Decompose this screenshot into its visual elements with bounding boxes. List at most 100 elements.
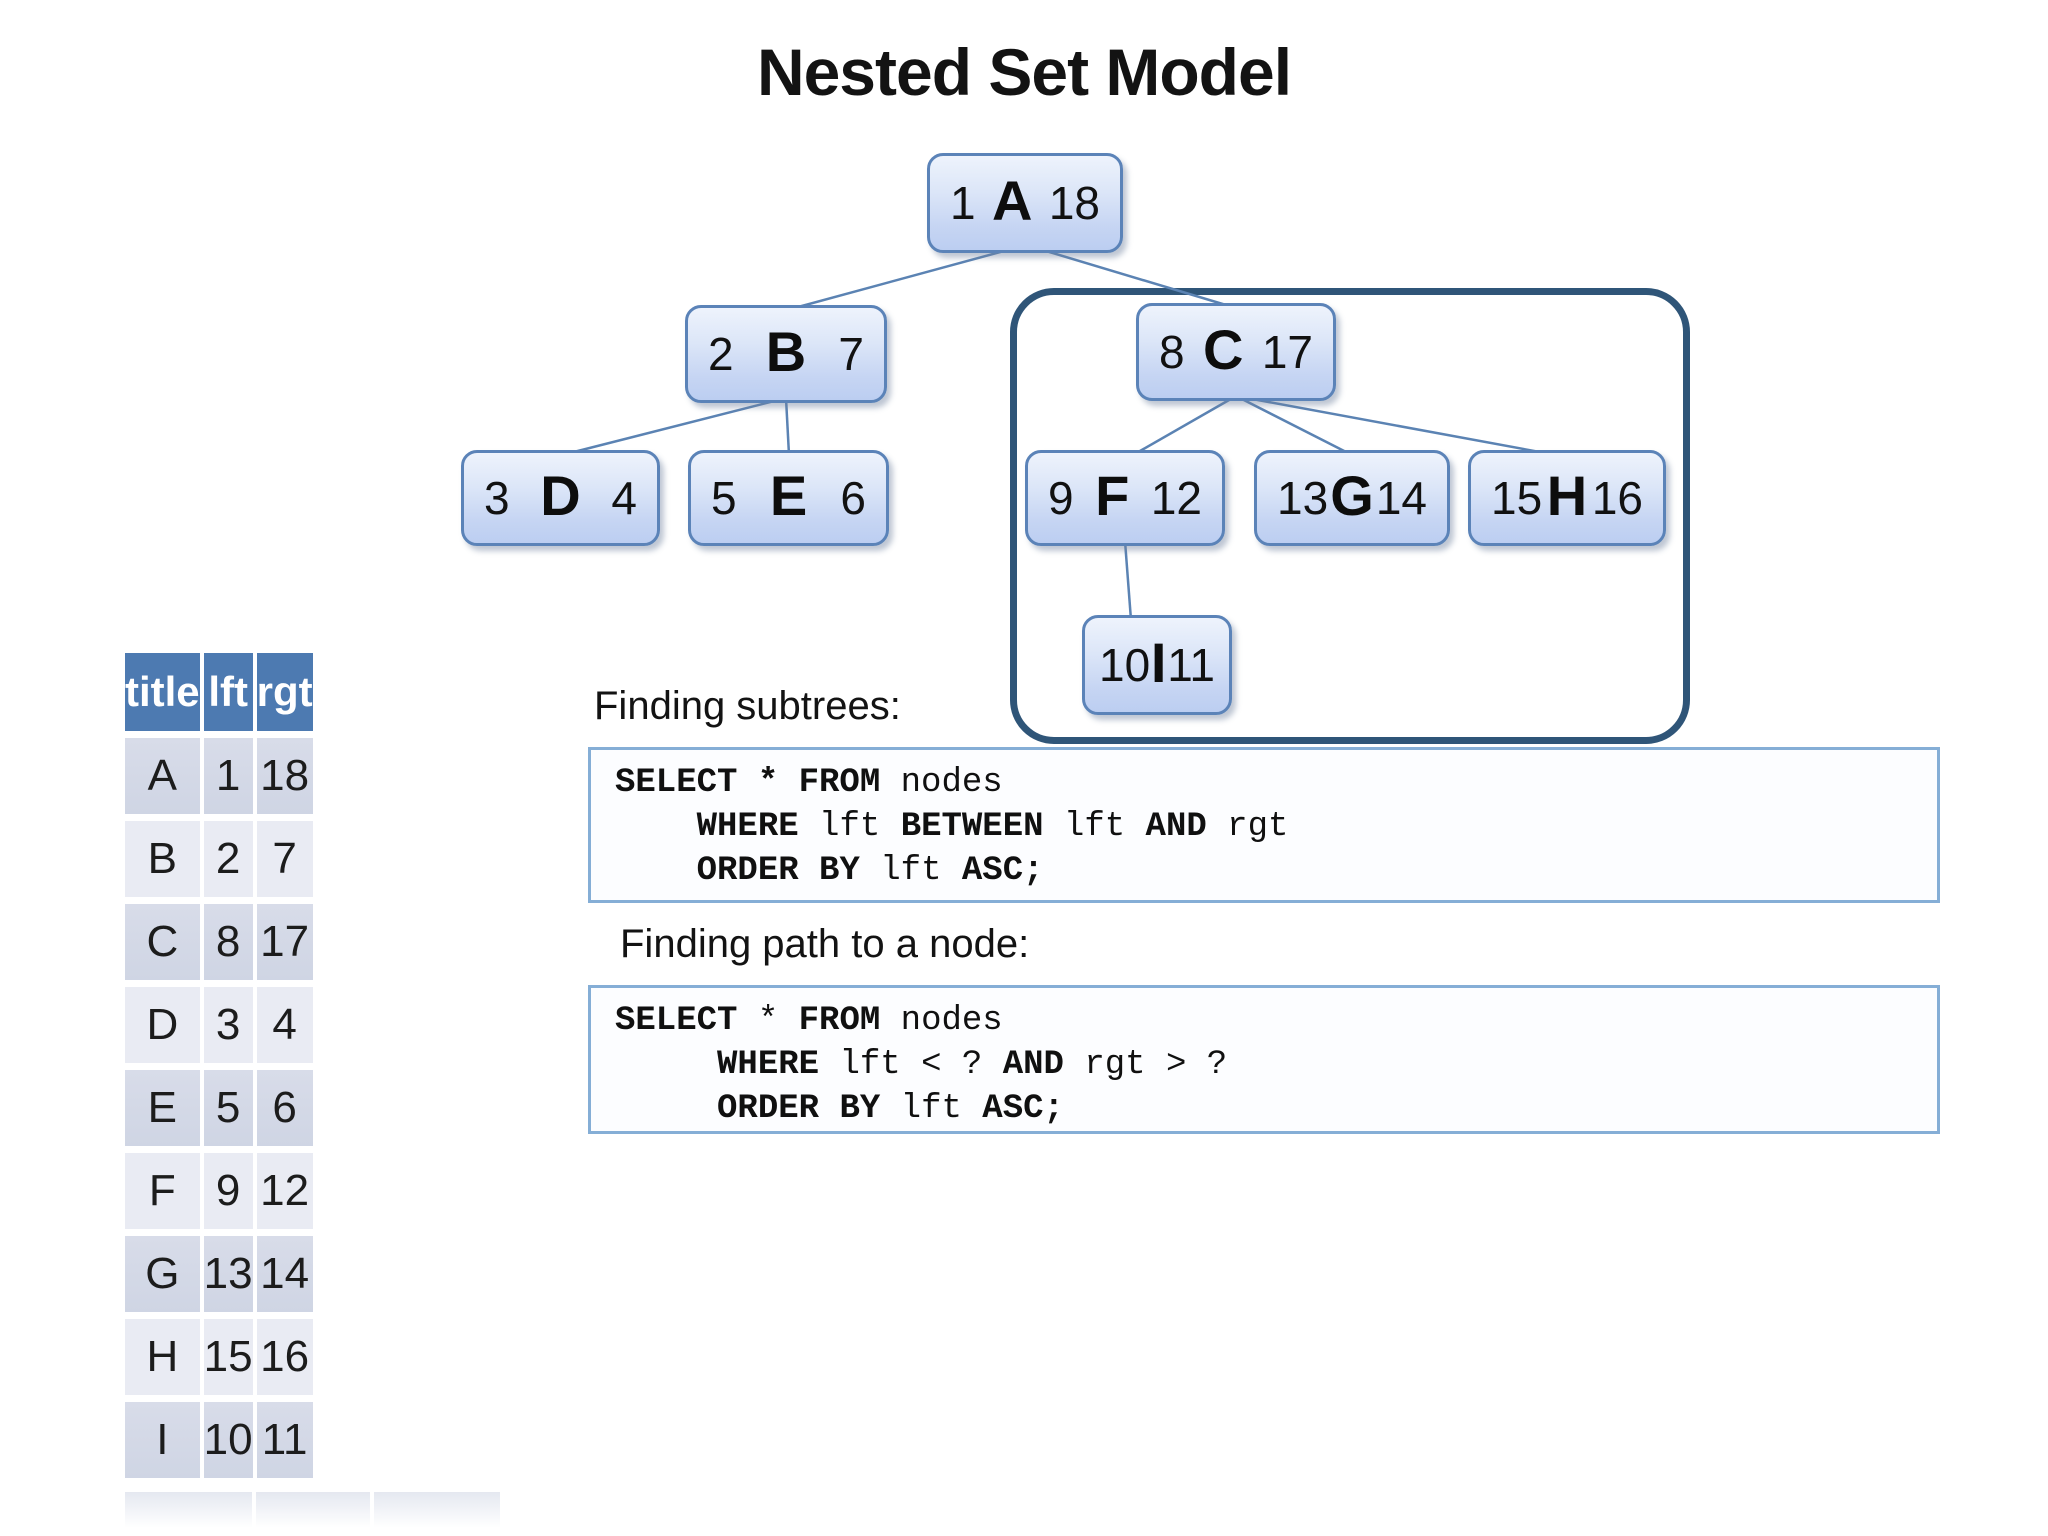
node-title: B [765,319,807,383]
cell-rgt: 11 [256,1402,313,1478]
node-title: I [1150,630,1167,694]
table-row: G 13 14 [125,1236,313,1312]
cell-lft: 13 [203,1236,253,1312]
cell-title: C [125,904,200,980]
table-reflection [121,1492,504,1532]
node-lft-value: 1 [950,177,976,229]
cell-title: I [125,1402,200,1478]
table-row: C 8 17 [125,904,313,980]
table-row: A 1 18 [125,738,313,814]
tree-node-C: 8 C 17 [1136,303,1336,401]
cell-title: E [125,1070,200,1146]
slide-title: Nested Set Model [756,35,1292,109]
cell-title: F [125,1153,200,1229]
node-title: F [1095,463,1130,527]
cell-title: B [125,821,200,897]
cell-rgt: 17 [256,904,313,980]
cell-rgt: 18 [256,738,313,814]
tree-node-D: 3 D 4 [461,450,660,546]
cell-rgt: 7 [256,821,313,897]
finding-subtrees-label: Finding subtrees: [594,684,901,728]
tree-node-A: 1 A 18 [927,153,1123,253]
tree-node-B: 2 B 7 [685,305,887,403]
tree-node-G: 13 G 14 [1254,450,1450,546]
sql-box-finding-path: SELECT * FROM nodes WHERE lft < ? AND rg… [588,985,1940,1134]
cell-lft: 3 [203,987,253,1063]
edge-A-C [1025,243,1237,310]
node-lft-value: 3 [484,472,510,524]
node-title: E [769,463,808,527]
cell-lft: 5 [203,1070,253,1146]
node-rgt-value: 6 [840,472,866,524]
node-lft-value: 8 [1159,326,1185,378]
tree-node-I: 10 I 11 [1082,615,1232,715]
edge-C-H [1235,394,1557,457]
reflection-cell [256,1492,370,1532]
cell-lft: 1 [203,738,253,814]
node-lft-value: 10 [1099,639,1151,691]
node-rgt-value: 17 [1261,326,1313,378]
finding-path-label: Finding path to a node: [620,922,1030,966]
table-row: H 15 16 [125,1319,313,1395]
node-rgt-value: 4 [611,472,637,524]
cell-title: A [125,738,200,814]
reflection-cell [125,1492,252,1532]
cell-title: H [125,1319,200,1395]
node-lft-value: 5 [711,472,737,524]
column-header-title: title [125,653,200,731]
node-title: G [1330,463,1374,527]
column-header-rgt: rgt [256,653,313,731]
node-rgt-value: 18 [1048,177,1100,229]
cell-lft: 10 [203,1402,253,1478]
node-rgt-value: 14 [1375,472,1427,524]
cell-rgt: 4 [256,987,313,1063]
subtree-highlight-frame [1010,288,1690,744]
node-title: C [1202,317,1244,381]
node-title: A [991,168,1033,232]
node-title: D [540,463,581,527]
cell-lft: 2 [203,821,253,897]
node-lft-value: 13 [1277,472,1329,524]
cell-lft: 15 [203,1319,253,1395]
table-row: D 3 4 [125,987,313,1063]
nodes-table-header: title lft rgt [125,653,313,731]
cell-rgt: 12 [256,1153,313,1229]
edge-B-D [561,396,787,457]
node-rgt-value: 11 [1167,639,1215,691]
table-row: I 10 11 [125,1402,313,1478]
reflection-cell [374,1492,500,1532]
edge-C-G [1235,394,1353,457]
node-title: H [1546,463,1588,527]
table-row: E 5 6 [125,1070,313,1146]
sql-box-finding-subtrees: SELECT * FROM nodes WHERE lft BETWEEN lf… [588,747,1940,903]
sql-code-line: WHERE lft BETWEEN lft AND rgt [696,808,1289,846]
sql-code-line: ORDER BY lft ASC; [696,852,1044,890]
edge-A-B [786,243,1027,312]
edge-B-E [784,397,791,456]
cell-rgt: 16 [256,1319,313,1395]
node-lft-value: 9 [1048,472,1074,524]
table-row: F 9 12 [125,1153,313,1229]
tree-node-E: 5 E 6 [688,450,889,546]
cell-title: G [125,1236,200,1312]
table-row: B 2 7 [125,821,313,897]
cell-title: D [125,987,200,1063]
node-lft-value: 15 [1491,472,1543,524]
cell-lft: 9 [203,1153,253,1229]
sql-code-line: ORDER BY lft ASC; [717,1090,1064,1128]
node-rgt-value: 16 [1591,472,1643,524]
tree-node-F: 9 F 12 [1025,450,1225,546]
cell-lft: 8 [203,904,253,980]
edge-F-I [1123,540,1133,621]
sql-code-line: SELECT * FROM nodes [615,1002,1003,1040]
sql-code-line: SELECT * FROM nodes [615,764,1003,802]
edge-C-F [1132,394,1237,457]
cell-rgt: 6 [256,1070,313,1146]
tree-node-H: 15 H 16 [1468,450,1666,546]
cell-rgt: 14 [256,1236,313,1312]
node-rgt-value: 12 [1150,472,1202,524]
node-lft-value: 2 [708,328,734,380]
sql-code-line: WHERE lft < ? AND rgt > ? [717,1046,1228,1084]
